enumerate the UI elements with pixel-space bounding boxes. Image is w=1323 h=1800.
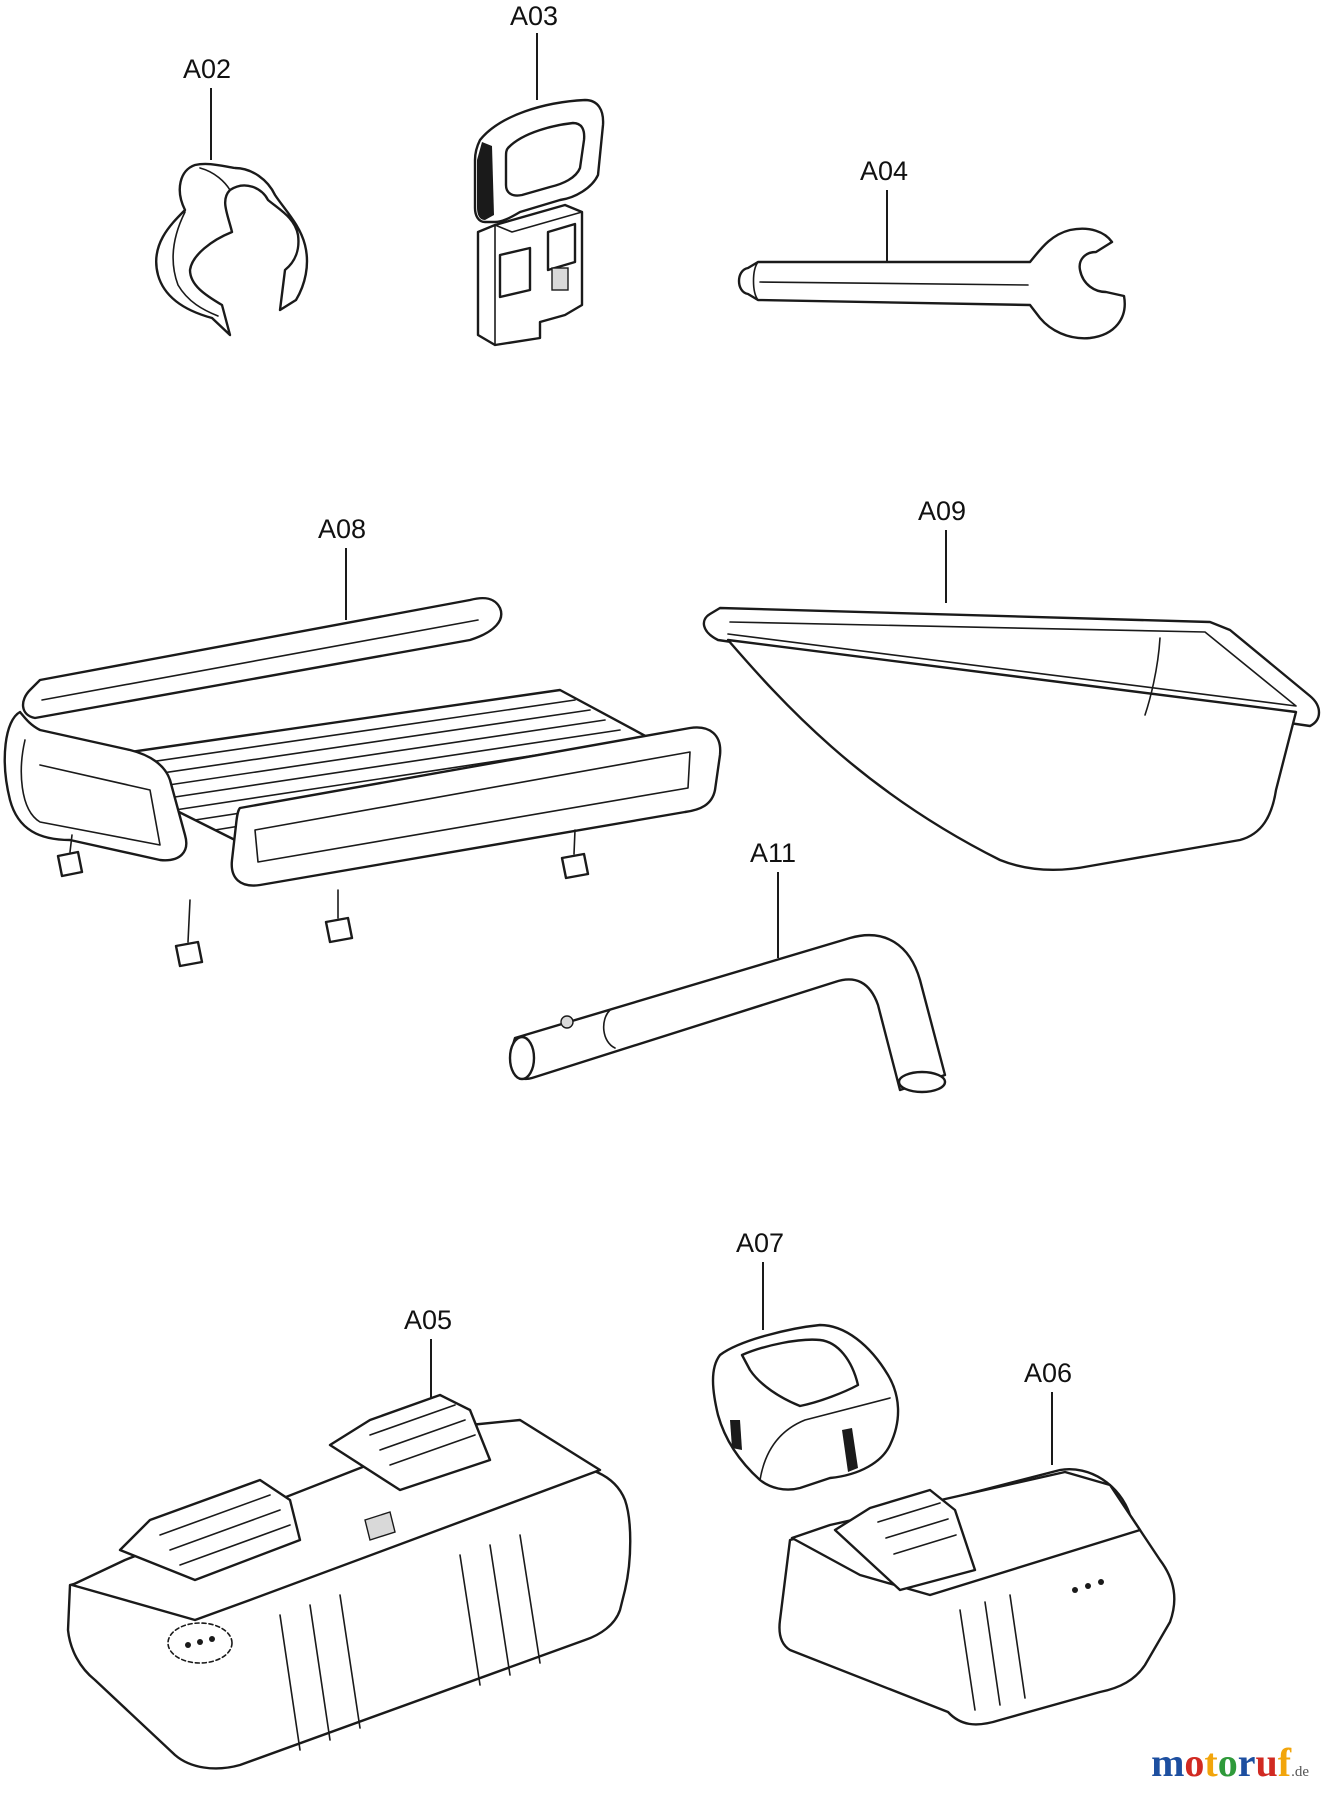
dual-charger-slot-left: [118, 1478, 302, 1582]
clip-shape: [155, 162, 309, 337]
pipe-hole: [560, 1015, 574, 1029]
watermark-text: motoruf: [1151, 1740, 1291, 1785]
part-label-a09: A09: [918, 496, 966, 526]
wrench-tip: [752, 261, 759, 301]
rack-back-rail-inner: [41, 619, 479, 701]
dual-charger-base: [66, 1465, 632, 1770]
rack-foot-1: [56, 850, 84, 878]
part-a02-clip: A02: [155, 54, 309, 337]
dual-charger-leds: [185, 1636, 215, 1648]
key-slot-side: [546, 222, 577, 272]
dual-charger-rails: [159, 1404, 476, 1566]
rack-foot-3: [324, 916, 354, 944]
tray-body: [726, 638, 1298, 872]
part-label-a07: A07: [736, 1228, 784, 1258]
rack-left-loop-inner: [20, 739, 161, 846]
part-a04-wrench: A04: [737, 156, 1126, 340]
cap-front-edge: [759, 1397, 891, 1481]
watermark-letter: u: [1255, 1740, 1278, 1785]
part-label-a05: A05: [404, 1305, 452, 1335]
rack-foot-2: [174, 940, 204, 968]
watermark-letter: f: [1277, 1740, 1292, 1785]
watermark-letter: r: [1237, 1740, 1256, 1785]
rack-front-loop-inner: [254, 751, 691, 863]
dual-charger-slot-right: [328, 1393, 492, 1492]
part-a06-single-charger: A06: [778, 1358, 1176, 1726]
watermark-letter: o: [1217, 1740, 1238, 1785]
part-a03-key: A03: [473, 1, 605, 347]
part-a08-rack: A08: [3, 514, 722, 968]
part-label-a06: A06: [1024, 1358, 1072, 1388]
dual-charger-led-panel: [167, 1622, 233, 1664]
watermark-letter: t: [1204, 1740, 1218, 1785]
part-a11-handle-pipe: A11: [508, 838, 947, 1094]
key-slot-front: [498, 246, 532, 299]
watermark-letter: o: [1184, 1740, 1205, 1785]
pipe-end-bottom: [508, 1035, 536, 1081]
watermark-suffix: .de: [1291, 1764, 1309, 1780]
part-a05-dual-charger: A05: [66, 1305, 632, 1770]
pipe-tube: [509, 933, 947, 1092]
watermark-letter: m: [1151, 1740, 1185, 1785]
single-charger-rails: [877, 1502, 957, 1555]
dual-charger-badge: [364, 1511, 396, 1541]
rack-foot-4: [560, 852, 590, 880]
single-charger-ribs: [959, 1594, 1026, 1711]
single-charger-leds: [1072, 1579, 1104, 1593]
key-body-edge-2: [494, 211, 583, 233]
rack-back-rail: [21, 596, 503, 720]
single-charger-slot: [833, 1488, 977, 1592]
rack-feet: [56, 829, 590, 968]
dual-charger-ribs: [279, 1534, 541, 1751]
tray-rim-inner: [727, 621, 1297, 707]
wrench-shank-line: [759, 281, 1029, 286]
clip-inner-edge: [172, 211, 219, 317]
part-a09-tray: A09: [702, 496, 1321, 872]
cap-notch: [842, 1428, 858, 1472]
clip-top-edge: [199, 167, 231, 191]
key-window: [551, 267, 569, 291]
key-handle-shadow: [477, 142, 494, 220]
tray-crease: [1144, 637, 1161, 716]
part-label-a04: A04: [860, 156, 908, 186]
part-label-a03: A03: [510, 1, 558, 31]
part-label-a08: A08: [318, 514, 366, 544]
cap-top-face: [740, 1338, 860, 1408]
part-a07-cover-cap: A07: [711, 1228, 900, 1491]
watermark-logo: motoruf.de: [1151, 1739, 1309, 1786]
part-label-a02: A02: [183, 54, 231, 84]
cap-slot-left: [730, 1420, 742, 1450]
key-handle-inner: [504, 121, 586, 197]
part-label-a11: A11: [750, 838, 796, 868]
pipe-end-top: [897, 1070, 947, 1094]
pipe-step: [602, 1009, 616, 1049]
